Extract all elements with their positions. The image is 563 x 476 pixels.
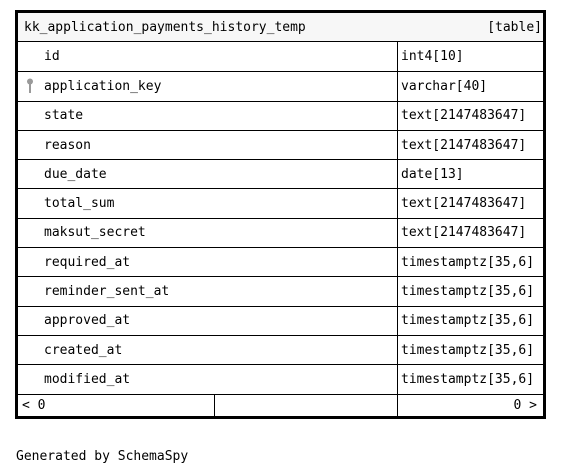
table-footer: < 0 0 >	[18, 393, 543, 416]
column-type: text[2147483647]	[401, 137, 527, 153]
column-type: varchar[40]	[401, 78, 488, 94]
children-count[interactable]: 0 >	[513, 397, 537, 413]
column-type: timestamptz[35,6]	[401, 254, 535, 270]
column-type: timestamptz[35,6]	[401, 342, 535, 358]
column-row[interactable]: id int4[10]	[18, 42, 543, 72]
column-name-label: created_at	[44, 342, 123, 358]
column-type: text[2147483647]	[401, 225, 527, 241]
column-row[interactable]: modified_at timestamptz[35,6]	[18, 364, 543, 394]
column-name-label: total_sum	[44, 196, 115, 212]
column-name-label: required_at	[44, 254, 131, 270]
column-name-label: due_date	[44, 166, 107, 182]
column-row[interactable]: state text[2147483647]	[18, 100, 543, 130]
parents-count[interactable]: < 0	[18, 394, 215, 416]
column-type: text[2147483647]	[401, 196, 527, 212]
column-name[interactable]: state	[18, 101, 398, 130]
column-name-label: reason	[44, 137, 91, 153]
footer-spacer	[215, 394, 398, 416]
column-row[interactable]: maksut_secret text[2147483647]	[18, 217, 543, 248]
column-type: timestamptz[35,6]	[401, 313, 535, 329]
column-name[interactable]: maksut_secret	[18, 218, 398, 248]
column-name[interactable]: total_sum	[18, 189, 398, 218]
column-name[interactable]: application_key	[18, 72, 398, 101]
key-icon	[27, 78, 33, 94]
column-name-label: reminder_sent_at	[44, 284, 170, 300]
column-name-label: application_key	[44, 78, 162, 94]
table-name[interactable]: kk_application_payments_history_temp	[24, 19, 306, 35]
column-name[interactable]: reminder_sent_at	[18, 277, 398, 306]
schema-table: kk_application_payments_history_temp [ta…	[15, 10, 546, 419]
column-row[interactable]: reminder_sent_at timestamptz[35,6]	[18, 276, 543, 306]
column-name[interactable]: due_date	[18, 160, 398, 189]
generated-by-label: Generated by SchemaSpy	[16, 449, 189, 464]
column-name-label: maksut_secret	[44, 225, 146, 241]
column-name[interactable]: modified_at	[18, 365, 398, 394]
column-name[interactable]: required_at	[18, 248, 398, 277]
table-kind: [table]	[487, 19, 542, 35]
column-list: id int4[10] application_key varchar[40] stat…	[18, 42, 543, 394]
column-name[interactable]: created_at	[18, 335, 398, 365]
column-name-label: approved_at	[44, 313, 131, 329]
column-type: int4[10]	[401, 49, 464, 65]
column-type: timestamptz[35,6]	[401, 284, 535, 300]
column-name-label: id	[44, 49, 60, 65]
column-row[interactable]: reason text[2147483647]	[18, 129, 543, 160]
column-name[interactable]: id	[18, 42, 398, 72]
column-name[interactable]: approved_at	[18, 306, 398, 335]
column-type: timestamptz[35,6]	[401, 371, 535, 387]
column-row[interactable]: required_at timestamptz[35,6]	[18, 247, 543, 277]
column-row[interactable]: approved_at timestamptz[35,6]	[18, 305, 543, 335]
column-row[interactable]: application_key varchar[40]	[18, 71, 543, 101]
column-type: text[2147483647]	[401, 108, 527, 124]
column-row[interactable]: created_at timestamptz[35,6]	[18, 334, 543, 365]
column-row[interactable]: total_sum text[2147483647]	[18, 188, 543, 218]
column-name-label: state	[44, 108, 84, 124]
column-row[interactable]: due_date date[13]	[18, 159, 543, 189]
column-name[interactable]: reason	[18, 130, 398, 160]
column-type: date[13]	[401, 166, 464, 182]
table-header: kk_application_payments_history_temp [ta…	[18, 13, 543, 42]
column-name-label: modified_at	[44, 371, 131, 387]
